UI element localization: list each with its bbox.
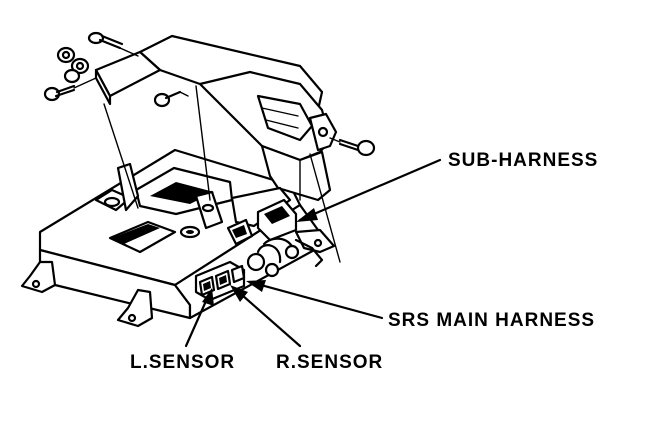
- sub-harness-connector: [226, 198, 298, 246]
- nut-pair-left: [56, 46, 90, 84]
- label-l-sensor: L.SENSOR: [130, 352, 235, 373]
- label-r-sensor: R.SENSOR: [276, 352, 383, 373]
- unit-bolt-center: [179, 225, 201, 239]
- mounting-tab-front: [116, 288, 154, 328]
- bolt-right: [338, 138, 376, 157]
- bolt-center-top: [153, 90, 182, 108]
- leader-sub-harness: [296, 158, 442, 222]
- label-srs-main-harness: SRS MAIN HARNESS: [388, 310, 595, 331]
- sensor-connector-block: [194, 260, 246, 302]
- mounting-tab-left: [20, 260, 57, 294]
- label-sub-harness: SUB-HARNESS: [448, 150, 598, 171]
- leader-r-sensor: [230, 285, 302, 348]
- harness-wires: [246, 237, 324, 278]
- leader-srs-main-harness: [246, 280, 384, 320]
- mounting-tab-right: [294, 228, 336, 254]
- bolt-top-left: [87, 31, 124, 50]
- bolt-left: [43, 84, 76, 102]
- leader-l-sensor: [184, 288, 214, 348]
- assembly-guide-lines: [73, 47, 341, 263]
